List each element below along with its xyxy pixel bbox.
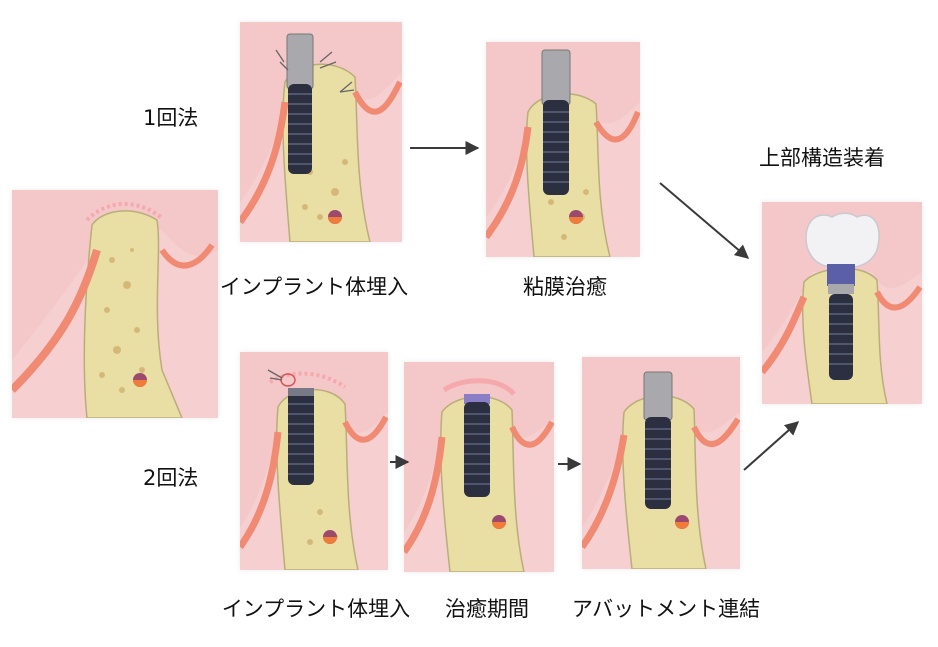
- two-stage-placement-illustration: [240, 352, 388, 570]
- healing-period-illustration: [404, 362, 554, 572]
- arrow-healing-to-final: [659, 182, 750, 259]
- caption-final: 上部構造装着: [759, 146, 885, 170]
- caption-abutment-connection: アバットメント連結: [571, 597, 761, 621]
- panel-healing-period: [404, 362, 554, 572]
- panel-one-stage-placement: [240, 22, 402, 242]
- panel-abutment-connection: [582, 357, 740, 569]
- caption-mucosa-healing: 粘膜治癒: [523, 275, 607, 299]
- abutment-connection-illustration: [582, 357, 740, 569]
- initial-illustration: [12, 190, 218, 418]
- panel-mucosa-healing: [486, 42, 640, 257]
- panel-initial: [12, 190, 218, 418]
- caption-one-stage-placement: インプラント体埋入: [219, 275, 409, 299]
- mucosa-healing-illustration: [486, 42, 640, 257]
- final-crown-illustration: [762, 202, 922, 404]
- panel-two-stage-placement: [240, 352, 388, 570]
- panel-final-crown: [762, 202, 922, 404]
- method-label-two-stage: 2回法: [143, 466, 199, 490]
- arrow-abutment-to-final: [743, 421, 800, 471]
- caption-healing-period: 治癒期間: [445, 597, 529, 621]
- method-label-one-stage: 1回法: [143, 106, 199, 130]
- caption-two-stage-placement: インプラント体埋入: [221, 597, 411, 621]
- one-stage-placement-illustration: [240, 22, 402, 242]
